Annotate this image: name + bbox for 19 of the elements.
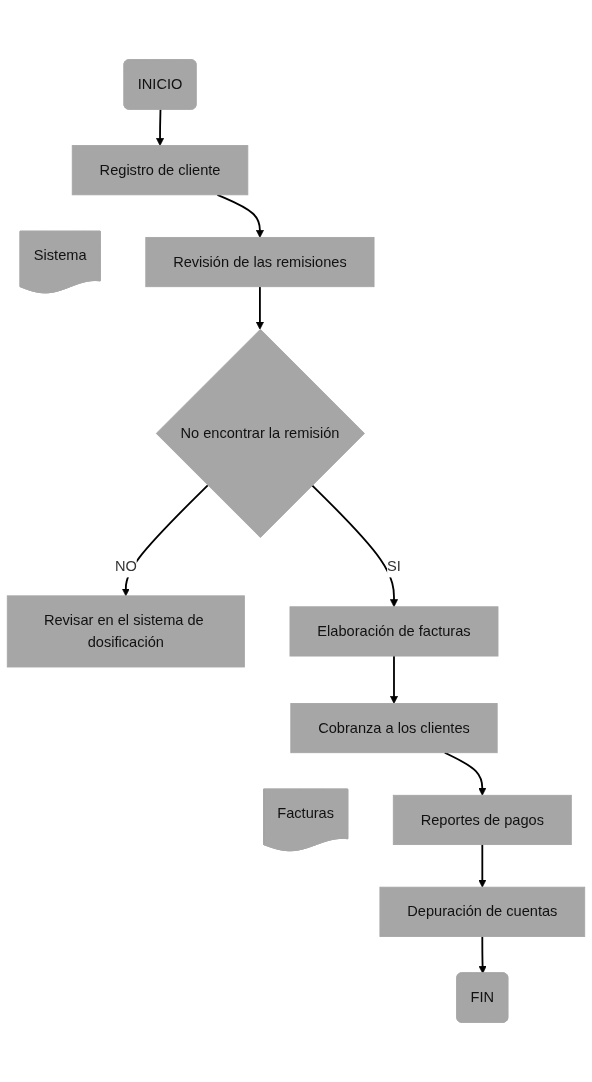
- arrow: [255, 285, 264, 330]
- arrow: [156, 108, 165, 146]
- arrow: [216, 193, 264, 238]
- arrow: [478, 843, 487, 888]
- node-box: Revisar en el sistema de dosificación: [6, 595, 245, 668]
- node-box: Revisión de las remisiones: [145, 236, 375, 288]
- edge-label: SI: [387, 558, 401, 574]
- arrow: [311, 484, 398, 608]
- node-box: Elaboración de facturas: [289, 606, 499, 657]
- node-box: Depuración de cuentas: [379, 886, 586, 937]
- arrow: [443, 751, 487, 796]
- edge-label: NO: [114, 558, 137, 574]
- arrow: [478, 935, 487, 974]
- node-diamond: No encontrar la remisión: [155, 328, 365, 538]
- arrow: [121, 484, 209, 597]
- node-box: Cobranza a los clientes: [290, 703, 498, 754]
- node-box: Reportes de pagos: [392, 794, 572, 846]
- arrow: [390, 655, 398, 704]
- node-box: Registro de cliente: [71, 145, 249, 196]
